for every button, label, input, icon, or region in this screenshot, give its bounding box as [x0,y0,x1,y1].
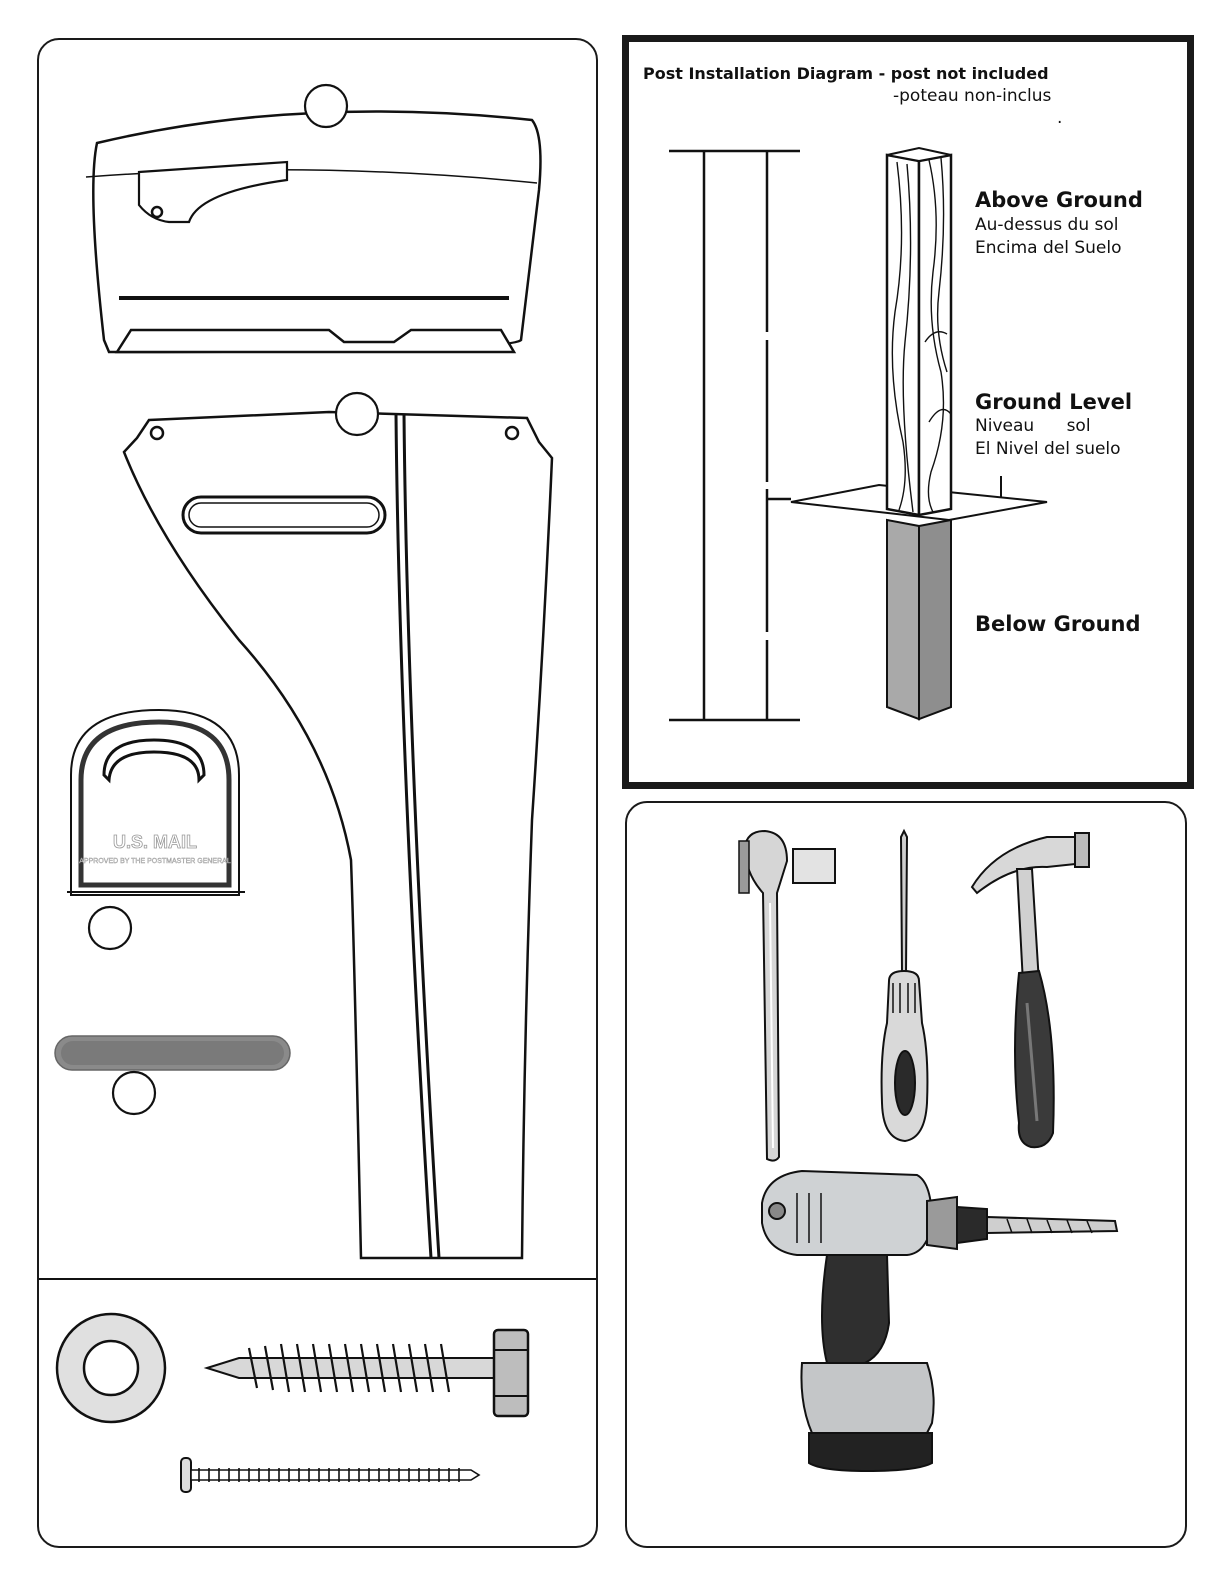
ground-level-line-fr: Niveau sol [975,415,1091,438]
diagram-title: Post Installation Diagram - post not inc… [643,64,1049,83]
parts-panel: U.S. MAIL APPROVED BY THE POSTMASTER GEN… [37,38,598,1548]
mail-plate-line1: U.S. MAIL [113,832,197,852]
mailbox-top-part [86,111,540,352]
above-ground-heading: Above Ground [975,188,1143,212]
power-drill-icon [762,1171,1117,1471]
part-number-circle [305,85,347,127]
ratchet-wrench-icon [739,831,835,1161]
screwdriver-icon [882,831,928,1141]
washer-icon [57,1314,165,1422]
reflector-strip-part [55,1036,290,1070]
post-below-ground [887,520,951,719]
post-installation-diagram: Post Installation Diagram - post not inc… [622,35,1194,789]
hammer-icon [972,833,1089,1147]
above-ground-line-es: Encima del Suelo [975,237,1122,260]
mail-plate-part [67,710,245,895]
post-above-ground [887,148,951,515]
diagram-dot: . [1057,108,1062,128]
mail-plate-line2: APPROVED BY THE POSTMASTER GENERAL [79,858,231,865]
above-ground-line-fr: Au-dessus du sol [975,214,1119,237]
parts-illustration: U.S. MAIL APPROVED BY THE POSTMASTER GEN… [39,40,598,1548]
lag-bolt-icon [207,1330,528,1416]
below-ground-heading: Below Ground [975,612,1141,636]
part-number-circle [89,907,131,949]
part-number-circle [336,393,378,435]
ground-level-line-es: El Nivel del suelo [975,438,1121,461]
dimension-lines [669,151,800,720]
diagram-subtitle: -poteau non-inclus [893,86,1051,106]
ground-level-heading: Ground Level [975,390,1132,414]
part-number-circle [113,1072,155,1114]
screw-icon [181,1458,479,1492]
tools-panel [625,801,1187,1548]
tools-illustration [627,803,1187,1548]
